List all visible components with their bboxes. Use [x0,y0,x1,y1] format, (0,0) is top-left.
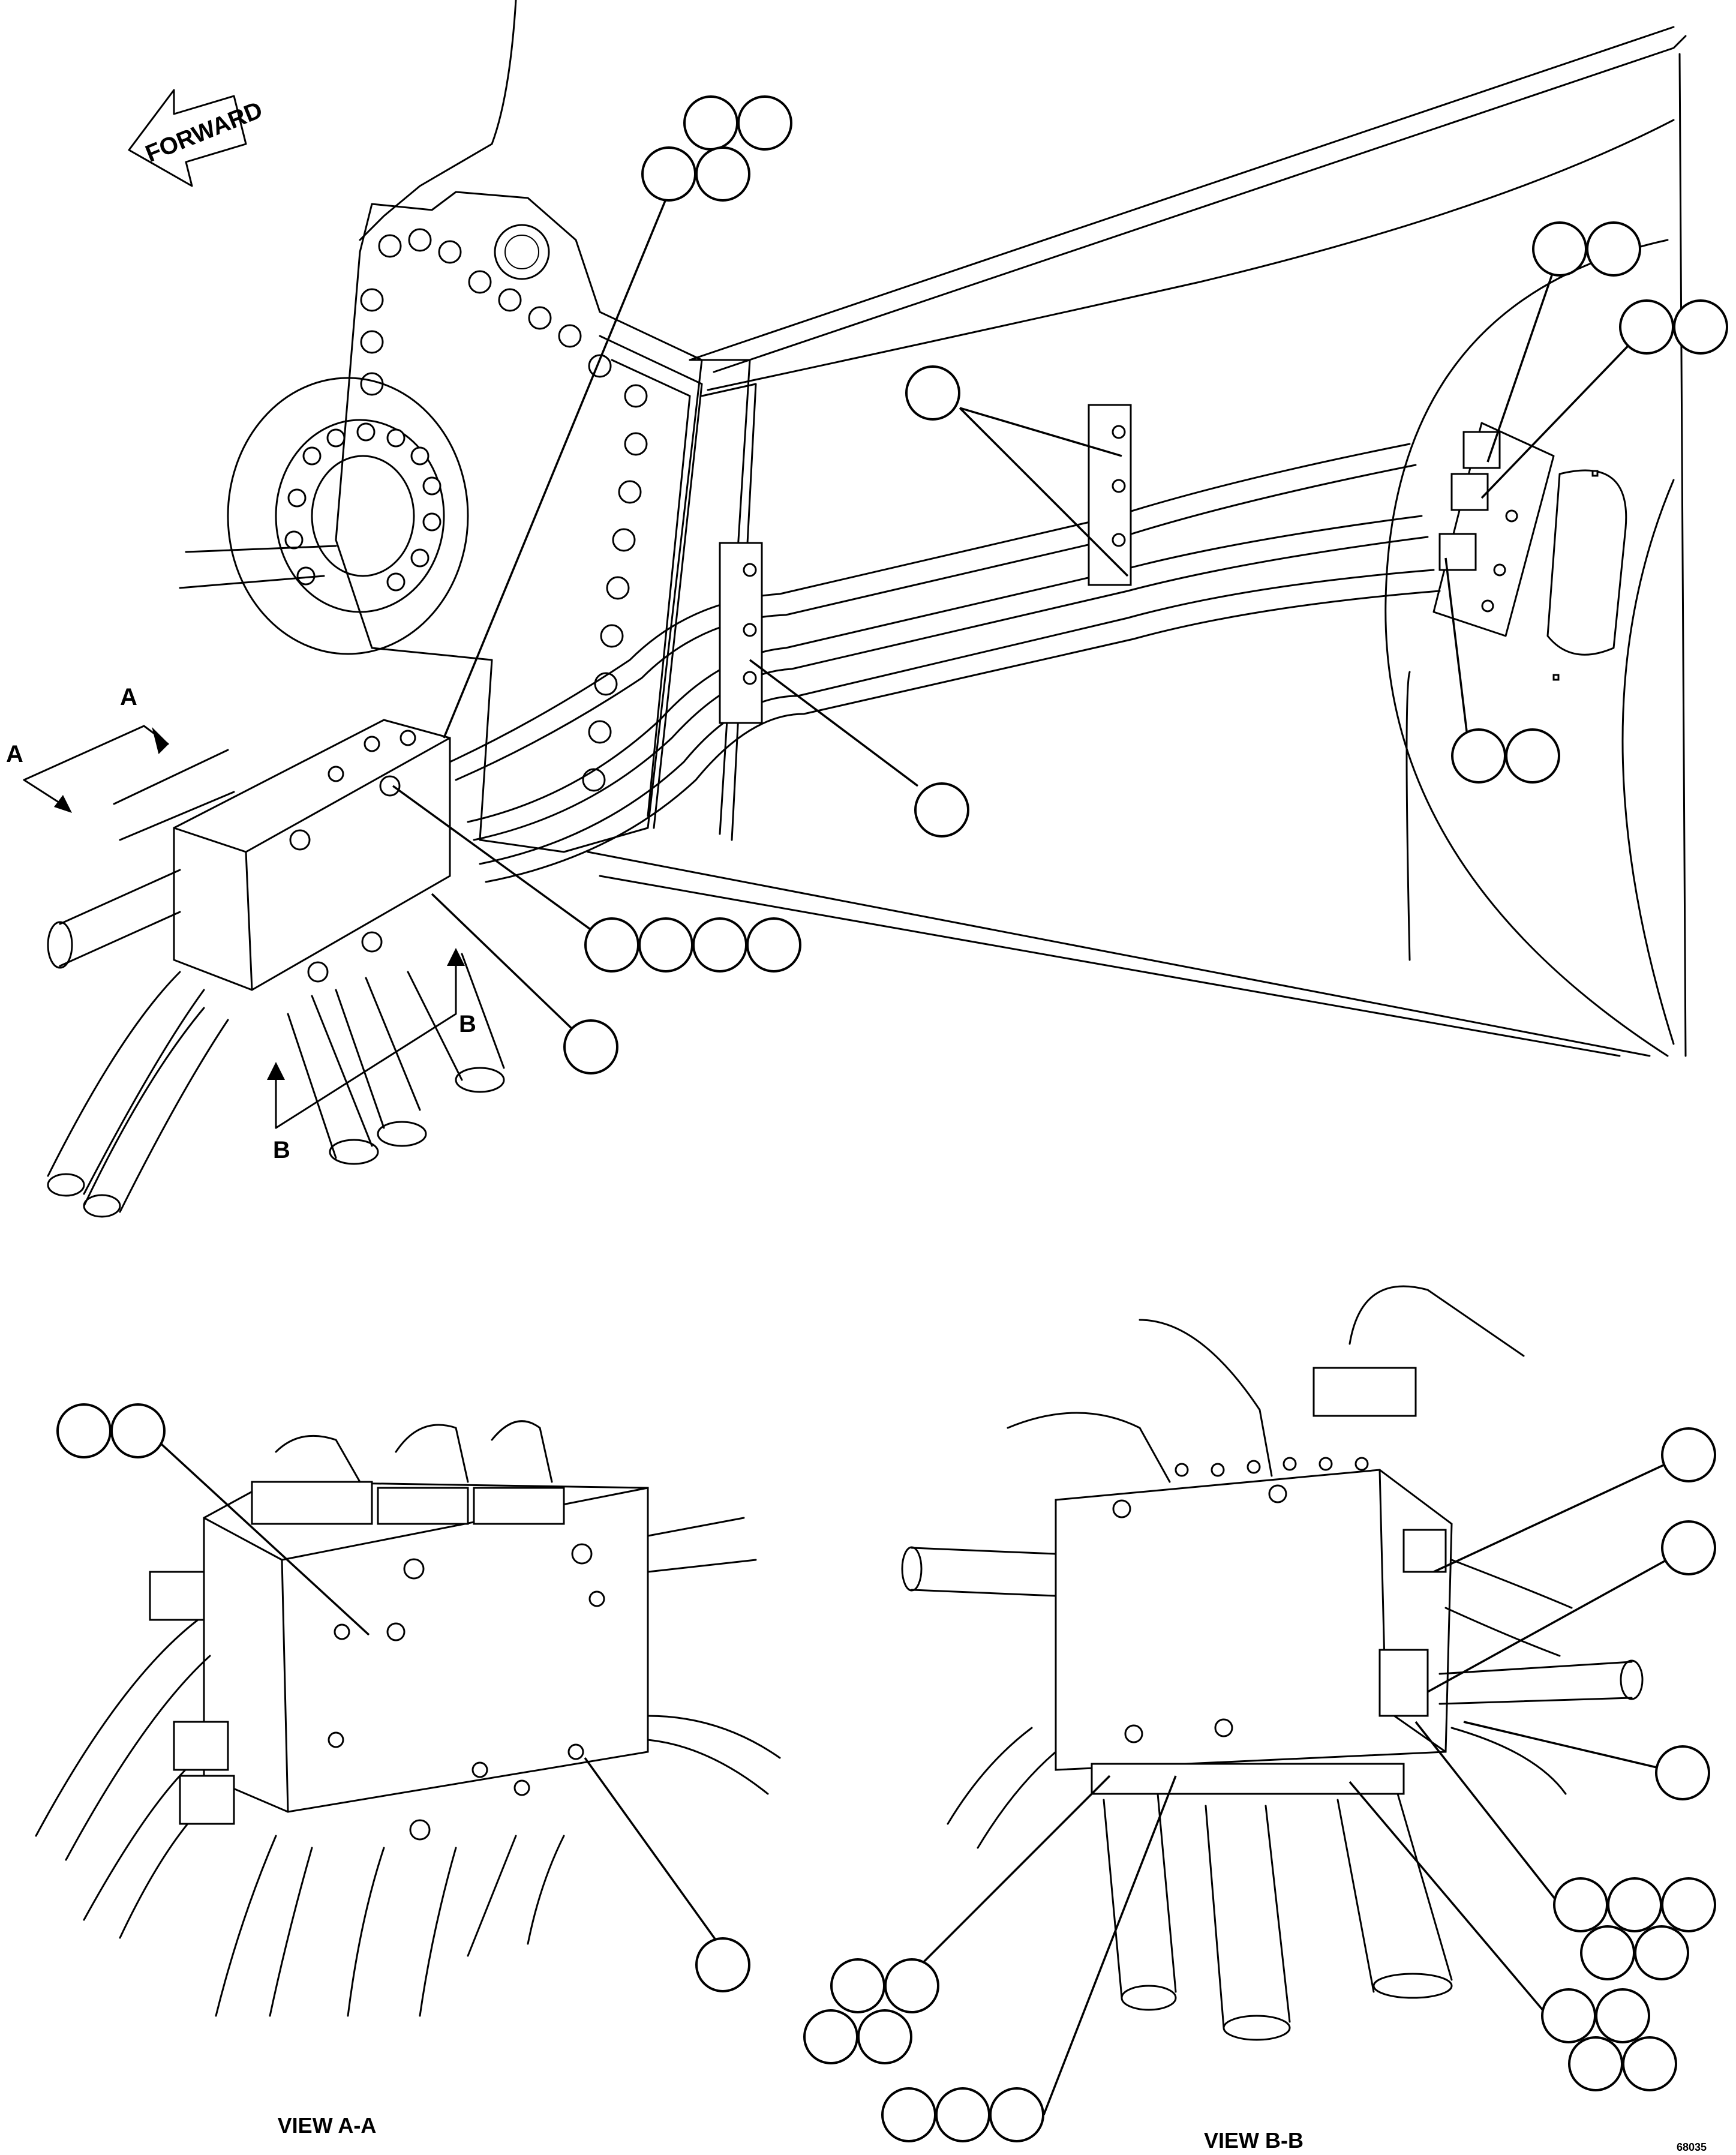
forward-arrow: FORWARD [128,89,266,187]
callout-circle [1661,1427,1716,1482]
callout-leaders-main [392,191,1639,1048]
callout-circle [914,782,969,838]
callout-circle [695,146,750,202]
view-b-callouts [803,1427,1716,2142]
main-view: FORWARD A A B B [6,0,1728,1218]
view-a-caption: VIEW A-A [278,2113,377,2138]
callout-circle [695,1937,750,1992]
callout-circle [737,95,792,151]
callout-circle [1661,1877,1716,1932]
view-b-top-fittings [1007,1285,1525,1483]
callout-circle [830,1958,885,2013]
callout-circle [1580,1925,1635,1980]
port-plate [1432,422,1627,681]
callout-circle [563,1019,618,1075]
callout-circle [683,95,738,151]
boom-plate [335,191,757,853]
callout-circle [803,2009,858,2064]
callout-circle [1655,1745,1710,1800]
callout-circle [638,917,693,973]
view-b-hoses [901,1529,1644,2041]
view-a-a: VIEW A-A [35,1403,781,2138]
callout-circle [884,1958,939,2013]
callout-circle [1451,728,1506,784]
callout-circle [1661,1520,1716,1575]
callout-circle [584,917,639,973]
callout-circle [110,1403,166,1458]
callout-circle [1607,1877,1662,1932]
callout-circle [1541,1988,1596,2043]
callout-circle [56,1403,112,1458]
valve-block [173,719,451,991]
plate-bolts [360,224,648,792]
callout-circle [1634,1925,1689,1980]
callout-circle [641,146,696,202]
callout-circle [1568,2036,1623,2091]
callout-circle [1586,221,1641,277]
callout-circle [935,2087,990,2142]
callout-circle [1619,299,1674,355]
pivot-ring [227,377,469,655]
section-b-marker: B B [267,948,476,1163]
boom-arm [359,0,1687,1057]
view-a-callouts [56,1403,750,1992]
section-a-label-left: A [6,741,23,767]
callout-circle [1505,728,1560,784]
callout-circle [1673,299,1728,355]
drawing-number: 68035 [1677,2141,1707,2153]
section-b-label-right: B [459,1011,476,1037]
view-b-caption: VIEW B-B [1204,2128,1303,2153]
callout-circle [905,365,960,421]
callout-circle [1532,221,1587,277]
callout-circle [857,2009,912,2064]
view-b-valve-block [1055,1469,1453,1771]
section-b-label-bottom: B [273,1137,290,1163]
callout-circle [881,2087,936,2142]
section-a-marker: A A [6,684,169,813]
view-a-top-fittings [251,1420,565,1525]
section-a-label-top: A [120,684,137,710]
callout-circle [1622,2036,1677,2091]
view-a-hoses [35,1517,781,2017]
clamp-bracket-2 [1088,404,1132,586]
callout-circle [989,2087,1044,2142]
callout-circle [692,917,747,973]
callout-circle [746,917,801,973]
valve-hoses [47,545,505,1218]
view-a-valve-block [203,1481,649,1841]
callout-circle [1595,1988,1650,2043]
callouts-main [563,95,1728,1075]
view-b-b: VIEW B-B [803,1285,1716,2153]
clamp-bracket-1 [719,542,763,724]
callout-circle [1553,1877,1608,1932]
